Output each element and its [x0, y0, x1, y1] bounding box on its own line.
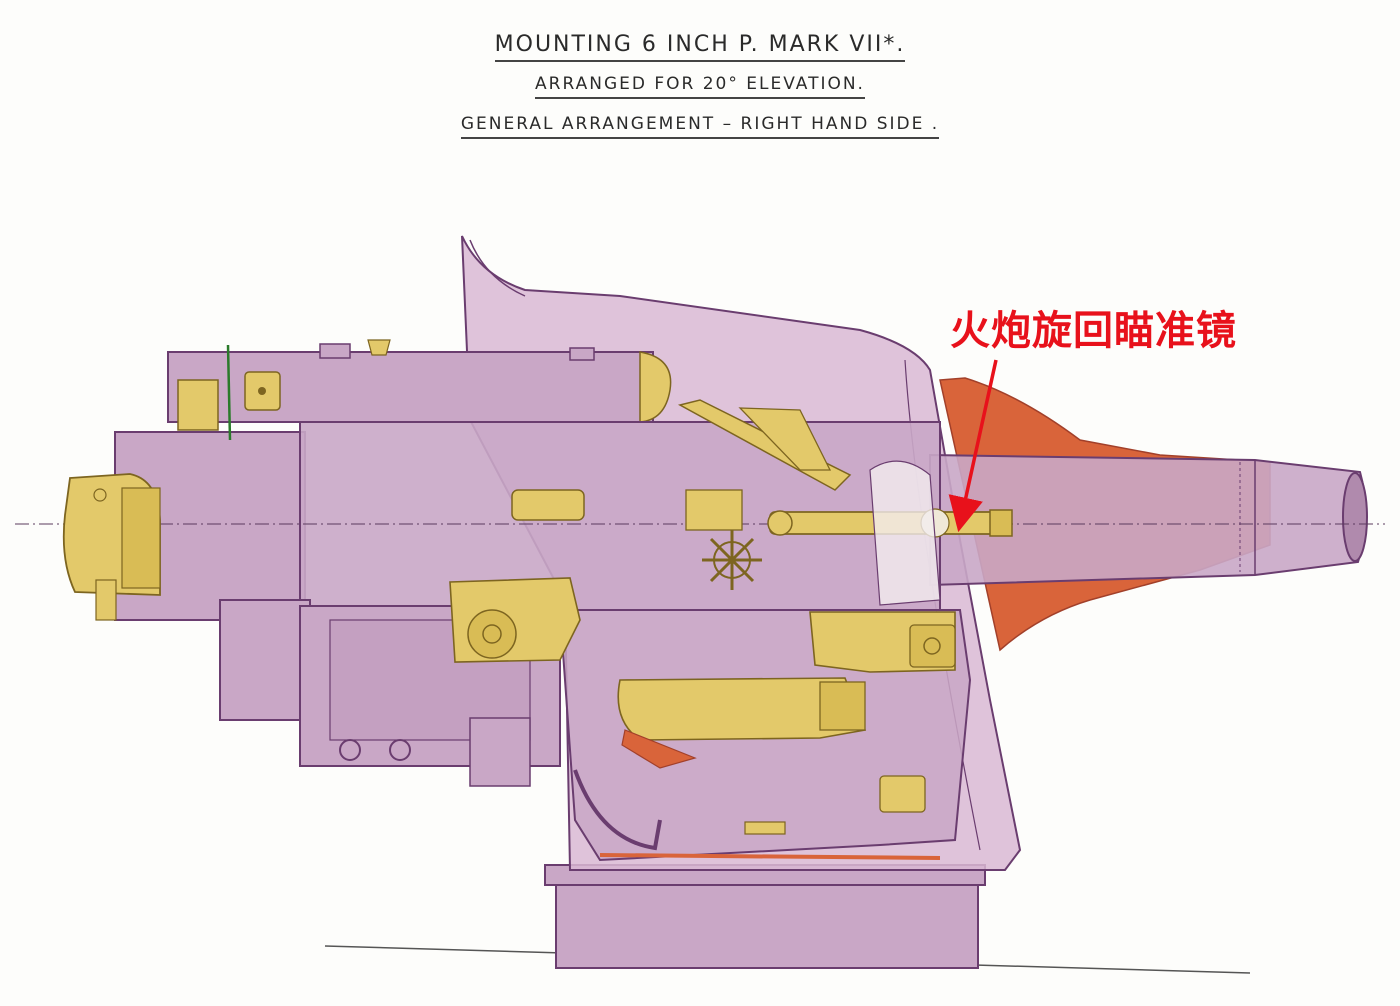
sight-housing [869, 460, 941, 606]
muzzle [1342, 472, 1368, 562]
title-line-1: MOUNTING 6 INCH P. MARK VII*. [0, 32, 1400, 62]
seat-pad [621, 729, 697, 769]
title-line-2: ARRANGED FOR 20° ELEVATION. [0, 74, 1400, 99]
title-line-3: GENERAL ARRANGEMENT – RIGHT HAND SIDE . [0, 114, 1400, 139]
base-pedestal [555, 879, 979, 969]
breech-lower [219, 599, 311, 721]
annotation-label: 火炮旋回瞄准镜 [950, 308, 1237, 354]
firing-gear [177, 379, 219, 431]
training-gear [617, 677, 867, 741]
